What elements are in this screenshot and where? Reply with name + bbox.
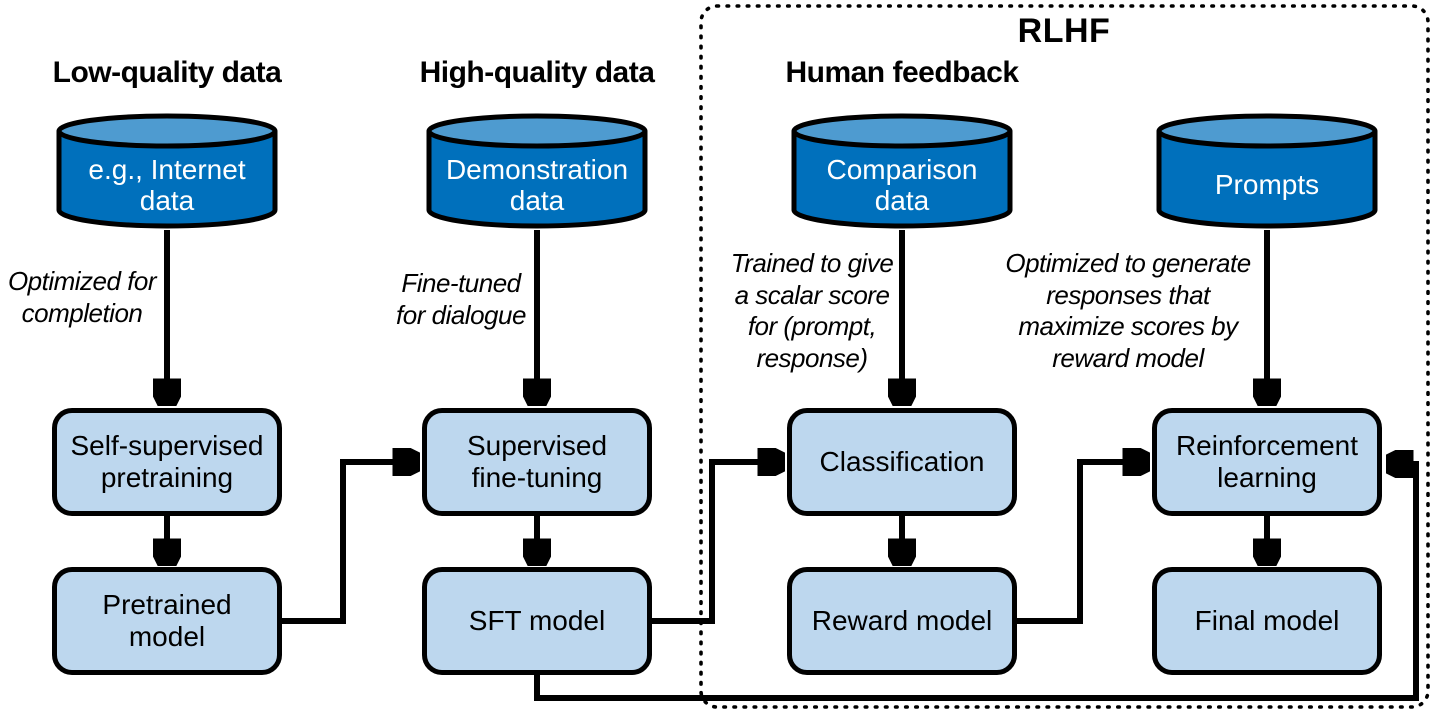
cylinder-shape: [791, 113, 1013, 229]
cylinder-label: e.g., Internet data: [88, 153, 246, 216]
arrow-reward-model-to-reinforcement-learning: [1016, 462, 1146, 624]
box-reward-model: Reward model: [787, 567, 1017, 675]
rlhf-group-title: RLHF: [1017, 12, 1111, 50]
arrow-sft-model-to-classification: [651, 462, 781, 624]
box-label: SFT model: [468, 604, 606, 636]
arrow-sft-model-to-reinforcement-learning-loop: [534, 464, 1419, 701]
cylinder-shape: [426, 113, 648, 229]
cylinder-label: Demonstration data: [445, 153, 629, 216]
column-heading-human-feedback: Human feedback: [785, 56, 1019, 89]
database-cylinder-demonstration-data: Demonstration data: [422, 110, 652, 232]
box-classification: Classification: [787, 408, 1017, 516]
cylinder-shape: [56, 113, 278, 229]
annotation-optimized-maximize-scores: Optimized to generate responses that max…: [1005, 248, 1251, 374]
box-sft-model: SFT model: [422, 567, 652, 675]
box-self-supervised-pretraining: Self-supervised pretraining: [52, 408, 282, 516]
column-heading-low-quality-data: Low-quality data: [52, 56, 282, 89]
cylinder-label: Prompts: [1214, 169, 1320, 201]
cylinder-shape: [1156, 113, 1378, 229]
database-cylinder-prompts: Prompts: [1152, 110, 1382, 232]
arrow-pretrained-model-to-fine-tuning: [281, 462, 416, 624]
database-cylinder-internet-data: e.g., Internet data: [52, 110, 282, 232]
box-label: Classification: [819, 445, 985, 477]
cylinder-label: Comparison data: [826, 153, 978, 216]
box-label: Reinforcement learning: [1175, 429, 1359, 493]
box-label: Pretrained model: [102, 588, 232, 652]
annotation-fine-tuned-for-dialogue: Fine-tuned for dialogue: [396, 268, 526, 330]
box-label: Final model: [1194, 604, 1340, 636]
box-pretrained-model: Pretrained model: [52, 567, 282, 675]
box-label: Self-supervised pretraining: [70, 429, 264, 493]
annotation-trained-scalar-score: Trained to give a scalar score for (prom…: [730, 248, 894, 374]
annotation-optimized-for-completion: Optimized for completion: [7, 266, 157, 328]
box-label: Supervised fine-tuning: [466, 429, 608, 493]
box-reinforcement-learning: Reinforcement learning: [1152, 408, 1382, 516]
column-heading-high-quality-data: High-quality data: [419, 56, 655, 89]
box-label: Reward model: [811, 604, 993, 636]
box-supervised-fine-tuning: Supervised fine-tuning: [422, 408, 652, 516]
database-cylinder-comparison-data: Comparison data: [787, 110, 1017, 232]
box-final-model: Final model: [1152, 567, 1382, 675]
